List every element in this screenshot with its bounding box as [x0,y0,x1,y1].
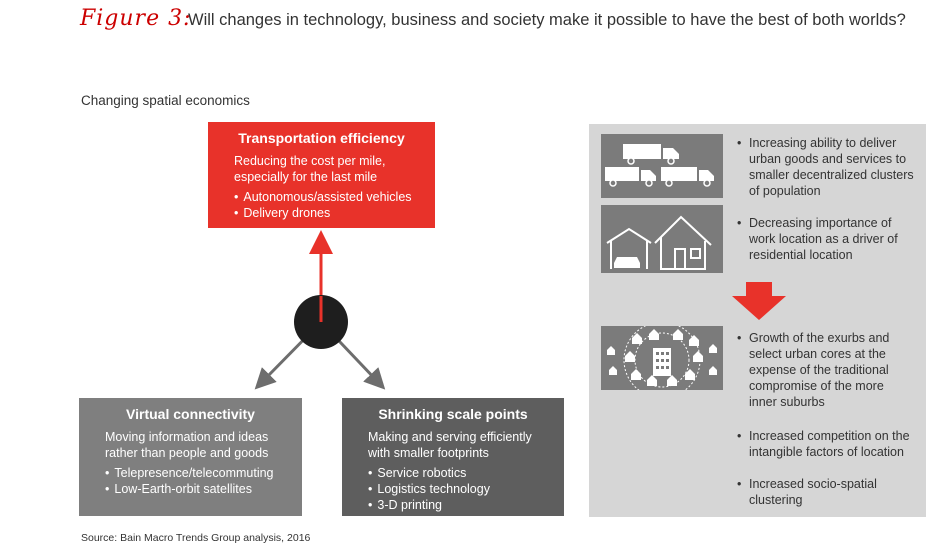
outcome-item: • Increasing ability to deliver urban go… [737,136,914,198]
outcome-item: • Decreasing importance of work location… [737,216,898,262]
virtual-title: Virtual connectivity [126,406,255,422]
shrinking-box: Shrinking scale points Making and servin… [342,398,564,516]
down-arrow-icon [732,282,786,320]
shrinking-bullet: Logistics technology [368,481,550,497]
transport-bullet: Delivery drones [234,205,421,221]
virtual-bullet: Low-Earth-orbit satellites [105,481,288,497]
source-note: Source: Bain Macro Trends Group analysis… [81,532,311,544]
outcome-item: • Increased competition on the intangibl… [737,429,910,459]
transport-box: Transportation efficiency Reducing the c… [208,122,435,228]
house-garage-icon [606,215,712,270]
outcome-item: • Growth of the exurbs and select urban … [737,331,890,409]
virtual-bullet: Telepresence/telecommuting [105,465,288,481]
virtual-box: Virtual connectivity Moving information … [79,398,302,516]
virtual-line: Moving information and ideas [105,430,269,444]
trucks-tile [601,134,723,198]
transport-line: Reducing the cost per mile, [234,154,386,168]
outcome-item: • Increased socio-spatial clustering [737,477,877,507]
shrinking-line: with smaller footprints [368,446,489,460]
shrinking-bullet: 3-D printing [368,497,550,513]
house-tile [601,205,723,273]
virtual-line: rather than people and goods [105,446,269,460]
shrinking-bullet: Service robotics [368,465,550,481]
diagram-subtitle: Changing spatial economics [81,93,250,108]
transport-title: Transportation efficiency [238,130,405,146]
trucks-icon [605,144,714,187]
transport-line: especially for the last mile [234,170,378,184]
figure-title: Will changes in technology, business and… [188,11,906,29]
transport-bullet: Autonomous/assisted vehicles [234,189,421,205]
figure-label: Figure 3: [80,6,192,31]
exurb-tile [601,321,723,399]
shrinking-line: Making and serving efficiently [368,430,532,444]
shrinking-title: Shrinking scale points [378,406,528,422]
exurb-cluster-icon [607,321,717,399]
